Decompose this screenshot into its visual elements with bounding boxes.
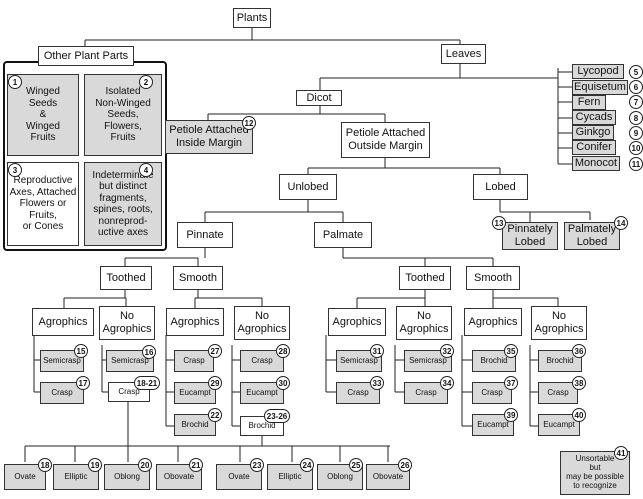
leaf-semicrasp: Semicrasp <box>336 350 382 372</box>
shape-oblong: Oblong <box>317 464 363 490</box>
shape-obovate: Obovate <box>156 464 202 490</box>
number-badge: 27 <box>208 344 222 358</box>
leaf-semicrasp: Semicrasp <box>40 350 84 372</box>
number-badge: 19 <box>88 458 102 472</box>
leaf-brochid: Brochid <box>538 350 582 372</box>
node-agrophics-3: Agrophics <box>328 308 386 336</box>
node-smooth-pinnate: Smooth <box>173 266 223 290</box>
node-unsortable: Unsortable but may be possible to recogn… <box>560 451 630 495</box>
leaf-semicrasp: Semicrasp <box>404 350 452 372</box>
number-badge: 18 <box>38 458 52 472</box>
leaf-eucampt: Eucampt <box>538 414 580 436</box>
other-plant-parts-title: Other Plant Parts <box>38 46 134 66</box>
group-lycopod: Lycopod <box>572 64 624 79</box>
number-badge: 32 <box>440 344 454 358</box>
number-badge: 30 <box>276 376 290 390</box>
group-fern: Fern <box>572 95 606 110</box>
number-badge: 10 <box>629 141 643 155</box>
number-badge: 24 <box>300 458 314 472</box>
number-badge: 4 <box>139 163 153 177</box>
node-pinnately-lobed: Pinnately Lobed <box>502 222 558 250</box>
number-badge: 9 <box>629 126 643 140</box>
node-agrophics-4: Agrophics <box>464 308 522 336</box>
number-badge: 37 <box>504 376 518 390</box>
number-badge: 26 <box>398 458 412 472</box>
category-reproductive-axes: Reproductive Axes, Attached Flowers or F… <box>7 162 79 246</box>
number-badge: 40 <box>572 408 586 422</box>
number-badge: 16 <box>142 345 156 359</box>
number-badge: 29 <box>208 376 222 390</box>
leaf-eucampt: Eucampt <box>174 382 216 404</box>
group-cycads: Cycads <box>572 110 616 125</box>
node-no-agrophics-2: No Agrophics <box>234 306 290 340</box>
group-ginkgo: Ginkgo <box>572 125 614 140</box>
leaf-brochid: Brochid <box>174 414 216 436</box>
node-agrophics-2: Agrophics <box>166 308 224 336</box>
number-badge: 3 <box>8 163 22 177</box>
number-badge: 23-26 <box>264 409 290 423</box>
number-badge: 13 <box>492 216 506 230</box>
number-badge: 18-21 <box>134 376 160 390</box>
root-node-plants: Plants <box>233 8 271 28</box>
node-unlobed: Unlobed <box>279 174 337 200</box>
node-palmately-lobed: Palmately Lobed <box>564 222 620 250</box>
leaf-crasp: Crasp <box>40 382 84 404</box>
number-badge: 12 <box>242 116 256 130</box>
number-badge: 31 <box>370 344 384 358</box>
leaf-eucampt: Eucampt <box>240 382 284 404</box>
number-badge: 34 <box>440 376 454 390</box>
node-toothed-palmate: Toothed <box>399 266 451 290</box>
node-smooth-palmate: Smooth <box>466 266 520 290</box>
shape-ovate: Ovate <box>4 464 46 490</box>
number-badge: 7 <box>629 95 643 109</box>
number-badge: 21 <box>189 458 203 472</box>
node-lobed: Lobed <box>473 174 528 200</box>
number-badge: 20 <box>138 458 152 472</box>
number-badge: 35 <box>504 344 518 358</box>
number-badge: 33 <box>370 376 384 390</box>
number-badge: 23 <box>250 458 264 472</box>
group-monocot: Monocot <box>572 156 620 171</box>
node-no-agrophics-3: No Agrophics <box>396 306 452 340</box>
number-badge: 6 <box>629 80 643 94</box>
number-badge: 17 <box>76 376 90 390</box>
number-badge: 41 <box>614 446 628 460</box>
node-toothed-pinnate: Toothed <box>100 266 152 290</box>
node-pinnate: Pinnate <box>177 222 233 248</box>
number-badge: 14 <box>614 216 628 230</box>
number-badge: 25 <box>349 458 363 472</box>
leaf-crasp: Crasp <box>538 382 578 404</box>
node-no-agrophics-1: No Agrophics <box>99 306 155 340</box>
number-badge: 39 <box>504 408 518 422</box>
number-badge: 11 <box>629 157 643 171</box>
number-badge: 1 <box>8 75 22 89</box>
number-badge: 36 <box>572 344 586 358</box>
group-equisetum: Equisetum <box>572 80 628 95</box>
leaf-crasp: Crasp <box>404 382 448 404</box>
leaf-crasp: Crasp <box>174 350 214 372</box>
shape-elliptic: Elliptic <box>53 464 99 490</box>
number-badge: 28 <box>276 344 290 358</box>
number-badge: 8 <box>629 111 643 125</box>
number-badge: 5 <box>629 65 643 79</box>
number-badge: 2 <box>139 75 153 89</box>
node-petiole-outside: Petiole Attached Outside Margin <box>341 122 430 158</box>
node-palmate: Palmate <box>314 222 372 248</box>
node-agrophics-1: Agrophics <box>32 308 94 336</box>
number-badge: 38 <box>572 376 586 390</box>
node-dicot: Dicot <box>296 90 342 106</box>
node-no-agrophics-4: No Agrophics <box>531 306 587 340</box>
number-badge: 22 <box>208 408 222 422</box>
number-badge: 15 <box>74 344 88 358</box>
leaf-crasp: Crasp <box>336 382 380 404</box>
group-conifer: Conifer <box>572 140 616 155</box>
node-leaves: Leaves <box>441 44 486 64</box>
node-petiole-inside: Petiole Attached Inside Margin <box>165 120 253 154</box>
leaf-eucampt: Eucampt <box>472 414 514 436</box>
leaf-crasp: Crasp <box>472 382 512 404</box>
leaf-crasp: Crasp <box>240 350 284 372</box>
